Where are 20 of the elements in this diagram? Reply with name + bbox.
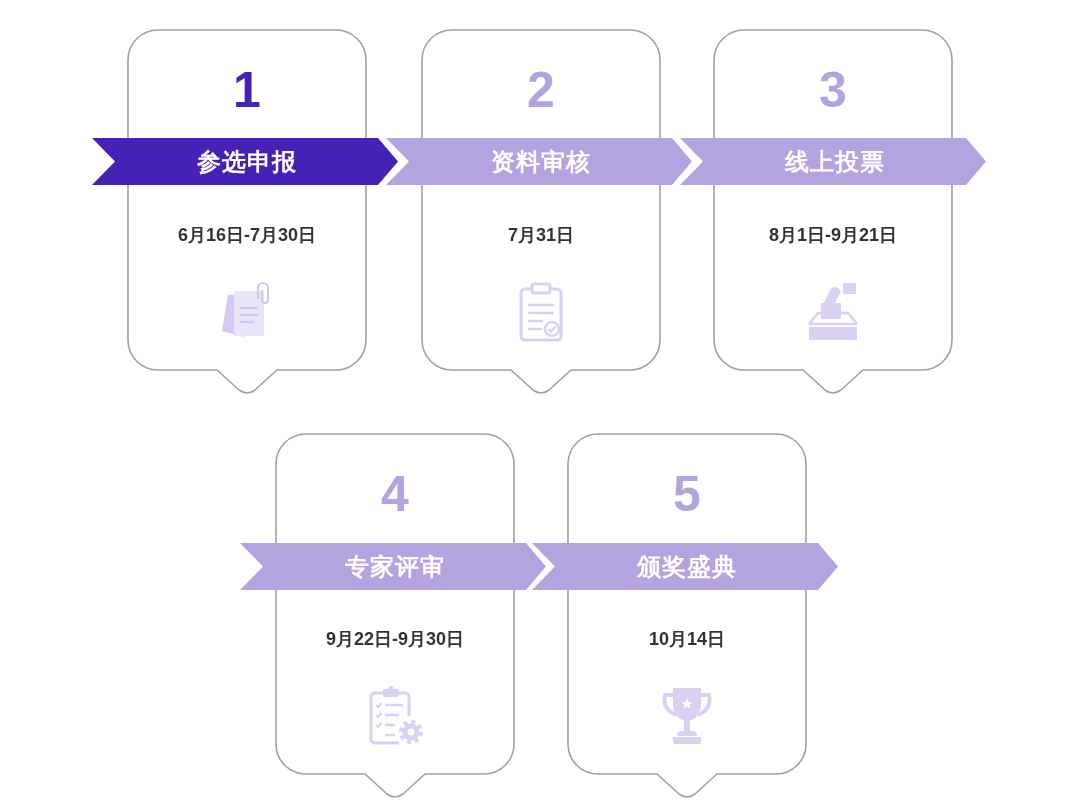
date-text: 9月22日-9月30日 [325, 629, 465, 649]
step-number: 5 [673, 469, 701, 519]
chevron-banner [532, 543, 838, 590]
step-number: 1 [233, 65, 261, 115]
step-title: 颁奖盛典 [636, 553, 737, 580]
chevron-banner [386, 138, 692, 185]
date-text: 10月14日 [649, 629, 725, 649]
chevron-banner [680, 138, 986, 185]
step-title: 参选申报 [196, 148, 297, 175]
date-text: 6月16日-7月30日 [177, 225, 317, 245]
step-number: 3 [819, 65, 847, 115]
step-title: 资料审核 [490, 148, 591, 175]
chevron-banner [240, 543, 546, 590]
step-title: 线上投票 [784, 148, 885, 175]
chevron-banner [92, 138, 398, 185]
date-text: 8月1日-9月21日 [768, 225, 898, 245]
step-number: 4 [381, 469, 409, 519]
date-text: 7月31日 [508, 225, 574, 245]
step-title: 专家评审 [344, 553, 445, 580]
step-number: 2 [527, 65, 555, 115]
